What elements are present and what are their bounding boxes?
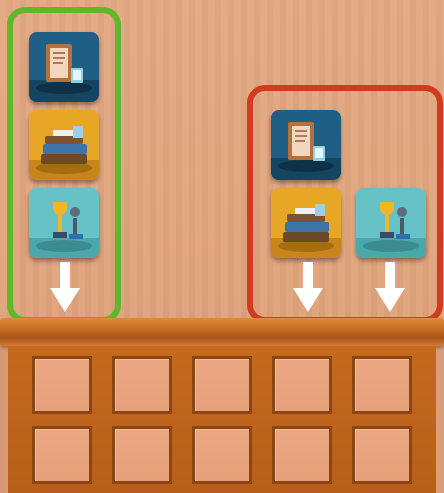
card-stacked-books[interactable] bbox=[29, 110, 99, 180]
down-arrow-icon bbox=[375, 262, 405, 312]
glass-cabinet bbox=[0, 318, 444, 493]
framed-certificate-icon bbox=[29, 32, 99, 102]
down-arrow-icon bbox=[293, 262, 323, 312]
card-trophy-desk[interactable] bbox=[356, 188, 426, 258]
cabinet-shelf-slot[interactable] bbox=[352, 356, 412, 414]
cabinet-shelf-slot[interactable] bbox=[272, 426, 332, 484]
cabinet-shelf-slot[interactable] bbox=[192, 356, 252, 414]
cabinet-shelf-slot[interactable] bbox=[32, 356, 92, 414]
cabinet-shelf-slot[interactable] bbox=[32, 426, 92, 484]
framed-certificate-icon bbox=[271, 110, 341, 180]
card-framed-certificate[interactable] bbox=[271, 110, 341, 180]
cabinet-shelf-slot[interactable] bbox=[112, 356, 172, 414]
trophy-desk-icon bbox=[356, 188, 426, 258]
card-trophy-desk[interactable] bbox=[29, 188, 99, 258]
card-framed-certificate[interactable] bbox=[29, 32, 99, 102]
cabinet-shelf-slot[interactable] bbox=[112, 426, 172, 484]
card-stacked-books[interactable] bbox=[271, 188, 341, 258]
stacked-books-icon bbox=[29, 110, 99, 180]
cabinet-shelf-slot[interactable] bbox=[192, 426, 252, 484]
cabinet-shelf-slot[interactable] bbox=[352, 426, 412, 484]
cabinet-shelf-slot[interactable] bbox=[272, 356, 332, 414]
stacked-books-icon bbox=[271, 188, 341, 258]
trophy-desk-icon bbox=[29, 188, 99, 258]
down-arrow-icon bbox=[50, 262, 80, 312]
cabinet-top-molding bbox=[0, 318, 444, 346]
